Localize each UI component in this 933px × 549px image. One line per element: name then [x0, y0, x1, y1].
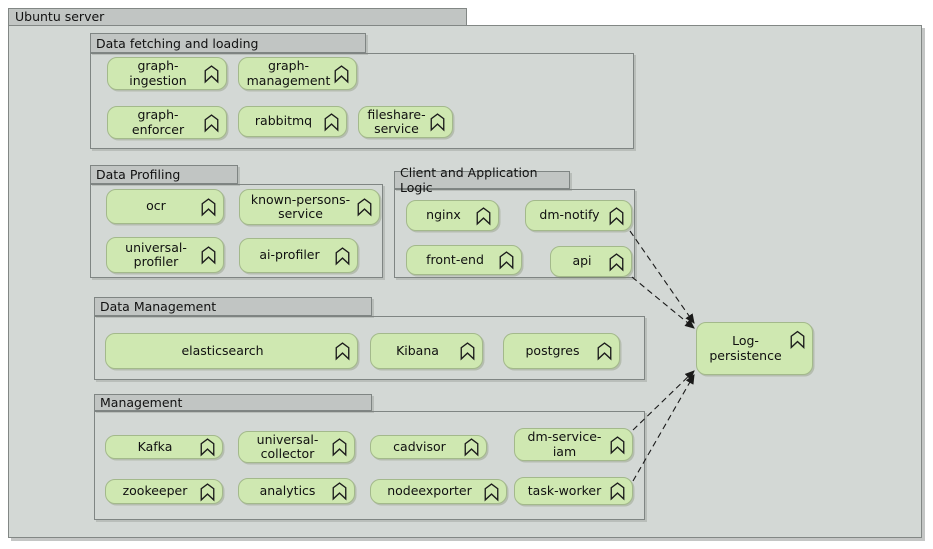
node-label: nodeexporter	[387, 483, 472, 499]
node-api: api	[550, 246, 632, 277]
node-label: Kafka	[137, 438, 173, 454]
node-label: graph- ingestion	[129, 58, 187, 88]
node-label: rabbitmq	[254, 113, 313, 129]
package-title: Management	[100, 395, 183, 410]
node-front-end: front-end	[406, 245, 522, 275]
component-icon	[460, 342, 475, 361]
component-icon	[610, 482, 625, 501]
frame-title: Ubuntu server	[15, 9, 105, 24]
component-icon	[201, 246, 216, 265]
node-label: postgres	[525, 342, 580, 358]
package-tab-client-and-application-logic: Client and Application Logic	[394, 165, 570, 195]
node-graph-management: graph- management	[238, 57, 357, 90]
component-icon	[464, 438, 479, 457]
node-log-persistence: Log- persistence	[696, 322, 813, 375]
node-dm-notify: dm-notify	[525, 200, 632, 231]
node-task-worker: task-worker	[514, 477, 633, 505]
component-icon	[484, 482, 499, 501]
component-icon	[334, 64, 349, 83]
node-known-persons-service: known-persons- service	[239, 189, 380, 225]
node-label: Kibana	[396, 342, 439, 358]
node-label: dm-notify	[539, 207, 600, 223]
node-zookeeper: zookeeper	[105, 479, 223, 504]
component-icon	[335, 246, 350, 265]
node-nginx: nginx	[406, 200, 499, 231]
node-label: dm-service- iam	[527, 429, 602, 459]
node-label: ocr	[146, 198, 166, 214]
frame-tab-ubuntu-server: Ubuntu server	[8, 8, 467, 26]
node-kibana: Kibana	[370, 333, 483, 369]
node-graph-ingestion: graph- ingestion	[107, 57, 227, 90]
node-elasticsearch: elasticsearch	[105, 333, 358, 369]
component-icon	[324, 112, 339, 131]
package-tab-data-management: Data Management	[94, 297, 372, 316]
node-label: graph- enforcer	[131, 107, 185, 137]
package-title: Data Management	[100, 299, 217, 314]
package-tab-management: Management	[94, 394, 372, 411]
node-kafka: Kafka	[105, 435, 223, 459]
component-icon	[499, 251, 514, 270]
component-icon	[610, 435, 625, 454]
node-nodeexporter: nodeexporter	[370, 479, 507, 504]
node-postgres: postgres	[503, 333, 620, 369]
component-icon	[332, 482, 347, 501]
component-icon	[200, 438, 215, 457]
component-icon	[430, 113, 445, 132]
node-label: Log- persistence	[709, 333, 782, 363]
node-label: known-persons- service	[250, 191, 351, 221]
node-fileshare-service: fileshare- service	[358, 106, 453, 138]
package-title: Data Profiling	[96, 167, 181, 182]
package-title: Client and Application Logic	[400, 165, 538, 195]
node-graph-enforcer: graph- enforcer	[107, 106, 227, 139]
component-icon	[201, 197, 216, 216]
component-icon	[357, 198, 372, 217]
node-label: universal- profiler	[125, 239, 187, 269]
node-universal-collector: universal- collector	[238, 431, 355, 463]
node-rabbitmq: rabbitmq	[238, 106, 347, 137]
component-icon	[609, 252, 624, 271]
component-icon	[204, 64, 219, 83]
component-icon	[476, 206, 491, 225]
node-ai-profiler: ai-profiler	[239, 238, 358, 273]
node-label: graph- management	[246, 58, 331, 88]
component-icon	[597, 342, 612, 361]
package-tab-data-fetching-and-loading: Data fetching and loading	[90, 33, 366, 53]
node-label: cadvisor	[393, 438, 446, 454]
node-cadvisor: cadvisor	[370, 435, 487, 459]
node-label: zookeeper	[122, 483, 188, 499]
node-label: front-end	[426, 251, 484, 267]
component-icon	[332, 438, 347, 457]
node-analytics: analytics	[238, 478, 355, 504]
node-label: analytics	[259, 482, 316, 498]
component-icon	[335, 342, 350, 361]
component-icon	[204, 113, 219, 132]
component-icon	[609, 206, 624, 225]
node-label: api	[572, 253, 592, 269]
package-title: Data fetching and loading	[96, 35, 259, 51]
node-label: task-worker	[527, 482, 602, 498]
component-icon	[200, 482, 215, 501]
package-tab-data-profiling: Data Profiling	[90, 165, 238, 184]
component-icon	[790, 330, 805, 349]
node-label: ai-profiler	[259, 247, 320, 263]
node-label: elasticsearch	[181, 342, 264, 358]
node-universal-profiler: universal- profiler	[106, 237, 224, 273]
node-ocr: ocr	[106, 189, 224, 224]
node-label: universal- collector	[256, 431, 319, 461]
node-label: nginx	[426, 207, 461, 223]
node-label: fileshare- service	[367, 106, 426, 136]
node-dm-service-iam: dm-service- iam	[514, 428, 633, 461]
